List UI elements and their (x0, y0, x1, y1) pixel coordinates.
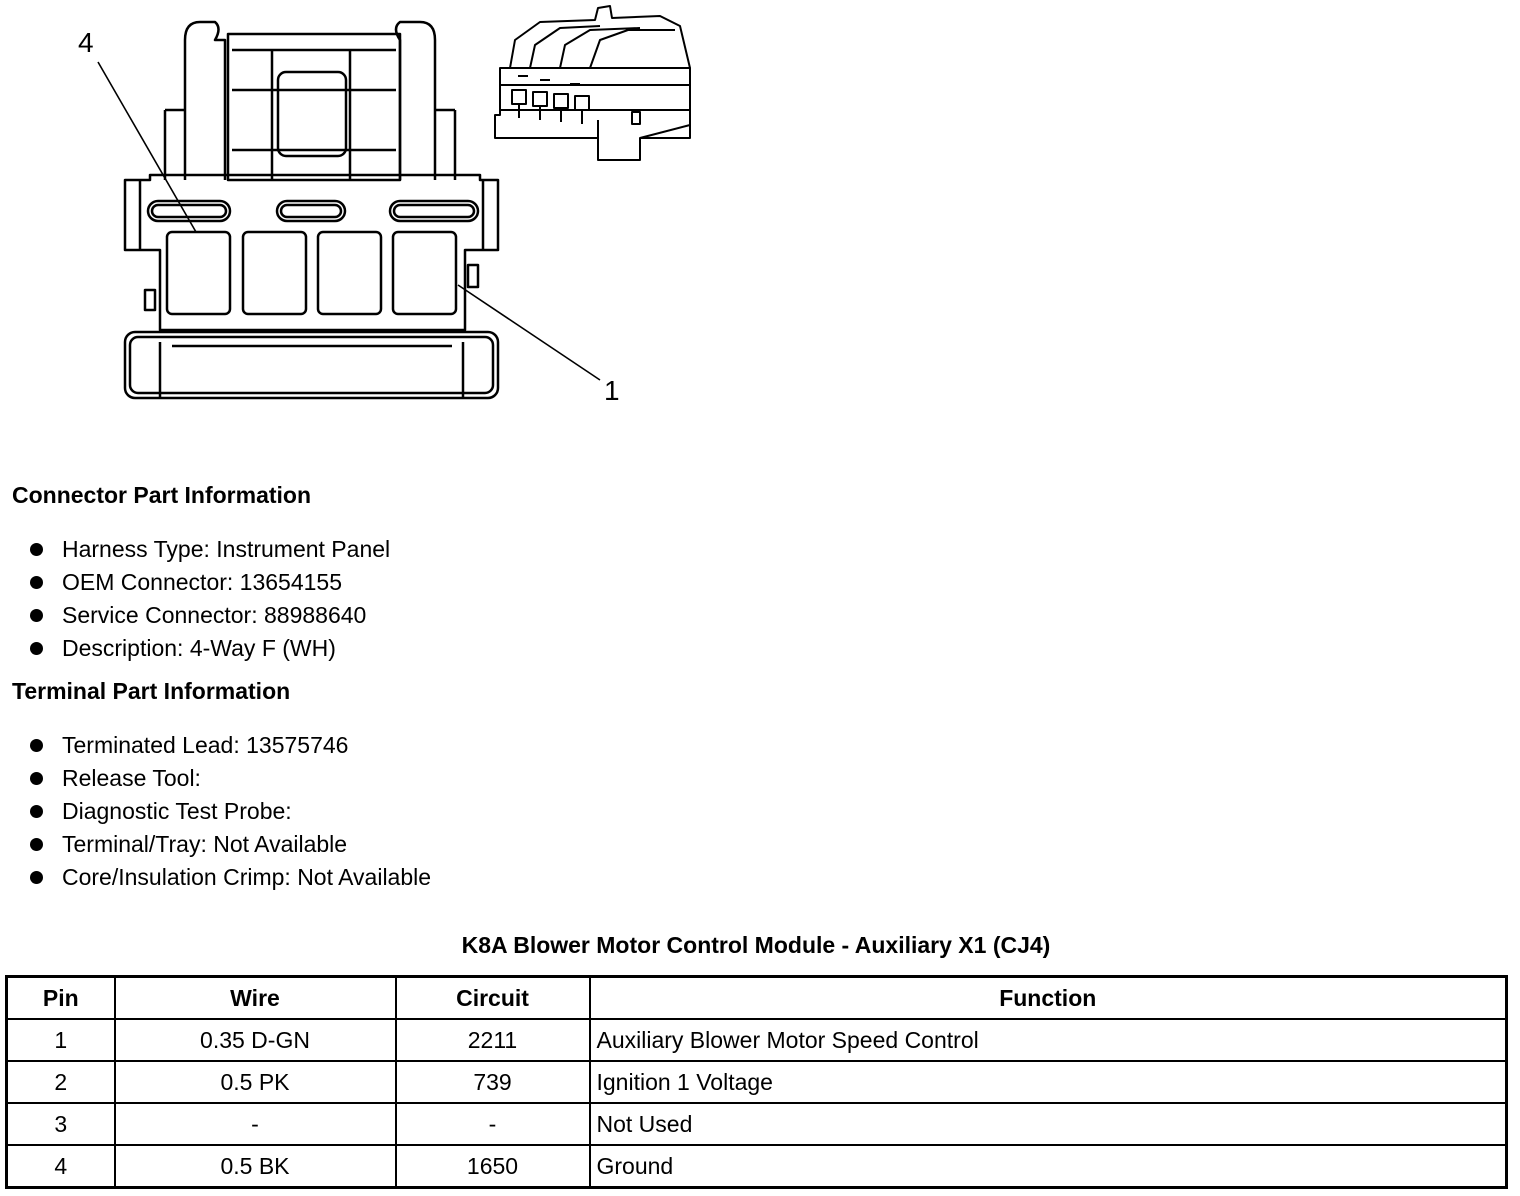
connector-illustration: 4 1 (78, 5, 691, 406)
connector-isometric-view (494, 5, 691, 161)
header-function: Function (588, 975, 1508, 1020)
connector-info-list: Harness Type: Instrument Panel OEM Conne… (30, 533, 390, 665)
table-row: 2 0.5 PK 739 Ignition 1 Voltage (5, 1060, 1508, 1104)
callout-leader-4 (97, 61, 197, 233)
header-pin: Pin (5, 975, 116, 1020)
table-header-row: Pin Wire Circuit Function (5, 975, 1508, 1020)
cell-function: Auxiliary Blower Motor Speed Control (588, 1018, 1508, 1062)
cell-function: Ground (588, 1144, 1508, 1189)
cell-wire: - (113, 1102, 397, 1146)
table-row: 4 0.5 BK 1650 Ground (5, 1144, 1508, 1189)
list-item: Service Connector: 88988640 (30, 599, 390, 632)
core-insulation-crimp: Core/Insulation Crimp: Not Available (62, 864, 432, 890)
list-item: Description: 4-Way F (WH) (30, 632, 390, 665)
cavity-3 (241, 230, 308, 316)
cell-function: Not Used (588, 1102, 1508, 1146)
list-item: Terminated Lead: 13575746 (30, 729, 431, 762)
cell-pin: 4 (5, 1144, 116, 1189)
header-circuit: Circuit (394, 975, 591, 1020)
terminal-info-heading: Terminal Part Information (12, 678, 291, 704)
table-row: 1 0.35 D-GN 2211 Auxiliary Blower Motor … (5, 1018, 1508, 1062)
cell-pin: 2 (5, 1060, 116, 1104)
cavity-1 (391, 230, 458, 316)
callout-label-1: 1 (604, 375, 620, 406)
cell-circuit: - (394, 1102, 591, 1146)
cell-wire: 0.35 D-GN (113, 1018, 397, 1062)
bullet-icon (30, 739, 43, 752)
pinout-table: Pin Wire Circuit Function 1 0.35 D-GN 22… (5, 975, 1508, 1189)
table-row: 3 - - Not Used (5, 1102, 1508, 1146)
cavity-4 (165, 230, 232, 316)
release-tool: Release Tool: (62, 765, 201, 791)
bullet-icon (30, 838, 43, 851)
list-item: Release Tool: (30, 762, 431, 795)
cell-wire: 0.5 BK (113, 1144, 397, 1189)
bullet-icon (30, 772, 43, 785)
header-wire: Wire (113, 975, 397, 1020)
list-item: Terminal/Tray: Not Available (30, 828, 431, 861)
cell-function: Ignition 1 Voltage (588, 1060, 1508, 1104)
list-item: Harness Type: Instrument Panel (30, 533, 390, 566)
cell-circuit: 1650 (394, 1144, 591, 1189)
list-item: Core/Insulation Crimp: Not Available (30, 861, 431, 894)
table-caption: K8A Blower Motor Control Module - Auxili… (461, 932, 1051, 958)
terminal-info-list: Terminated Lead: 13575746 Release Tool: … (30, 729, 431, 894)
diagnostic-test-probe: Diagnostic Test Probe: (62, 798, 292, 824)
callout-label-4: 4 (78, 27, 94, 58)
bullet-icon (30, 576, 43, 589)
cell-circuit: 2211 (394, 1018, 591, 1062)
bullet-icon (30, 805, 43, 818)
callout-leader-1 (457, 284, 601, 381)
service-connector: Service Connector: 88988640 (62, 602, 367, 628)
terminal-tray: Terminal/Tray: Not Available (62, 831, 348, 857)
connector-description: Description: 4-Way F (WH) (62, 635, 336, 661)
connector-info-heading: Connector Part Information (12, 482, 312, 508)
bullet-icon (30, 642, 43, 655)
harness-type: Harness Type: Instrument Panel (62, 536, 391, 562)
cell-pin: 1 (5, 1018, 116, 1062)
list-item: OEM Connector: 13654155 (30, 566, 390, 599)
bullet-icon (30, 609, 43, 622)
bullet-icon (30, 871, 43, 884)
terminated-lead: Terminated Lead: 13575746 (62, 732, 349, 758)
connector-latch (183, 20, 227, 180)
bullet-icon (30, 543, 43, 556)
cell-circuit: 739 (394, 1060, 591, 1104)
cell-pin: 3 (5, 1102, 116, 1146)
oem-connector: OEM Connector: 13654155 (62, 569, 343, 595)
cell-wire: 0.5 PK (113, 1060, 397, 1104)
list-item: Diagnostic Test Probe: (30, 795, 431, 828)
connector-body (123, 173, 500, 332)
cavity-2 (316, 230, 383, 316)
